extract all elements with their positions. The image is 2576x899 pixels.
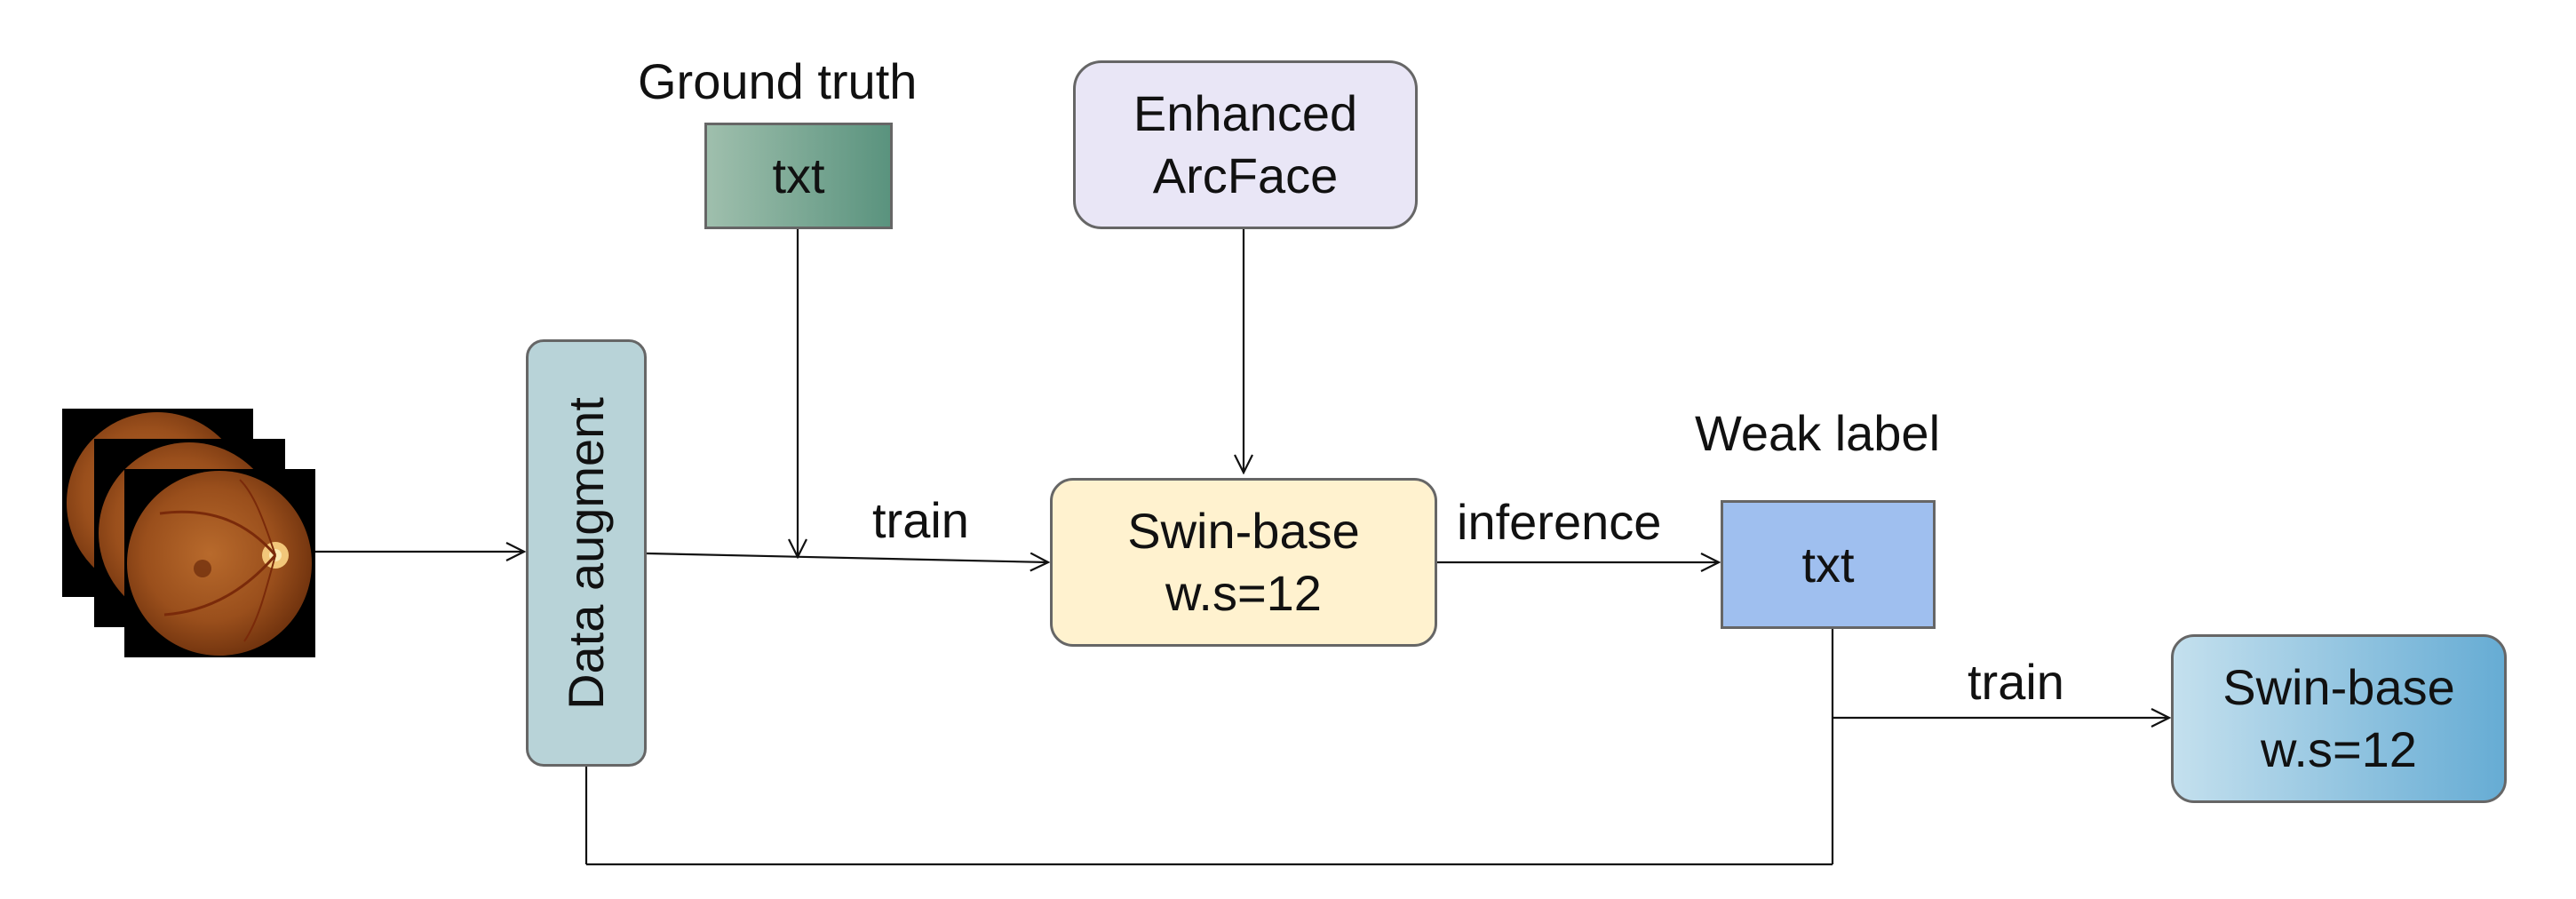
ground-truth-label: Ground truth [638, 53, 918, 109]
retina-fundus-images-icon [62, 409, 315, 657]
ground-truth-txt-box: txt [704, 123, 893, 229]
swin-base-teacher-box: Swin-base w.s=12 [1050, 478, 1437, 647]
data-augment-label: Data augment [558, 396, 614, 710]
swin-student-line1: Swin-base [2222, 659, 2455, 715]
ground-truth-box-text: txt [772, 147, 825, 203]
enhanced-arcface-box: Enhanced ArcFace [1073, 60, 1418, 229]
weak-label-label: Weak label [1695, 405, 1941, 461]
edge-label-train-2: train [1968, 654, 2064, 710]
weak-label-box-text: txt [1801, 536, 1855, 593]
swin-main-line1: Swin-base [1127, 503, 1360, 559]
swin-base-student-box: Swin-base w.s=12 [2171, 634, 2507, 803]
arcface-line2: ArcFace [1152, 147, 1339, 203]
arrow-augment-to-swin [646, 553, 1048, 562]
edge-label-inference: inference [1457, 494, 1662, 550]
swin-main-line2: w.s=12 [1165, 565, 1322, 621]
arcface-line1: Enhanced [1133, 85, 1358, 141]
weak-label-txt-box: txt [1721, 500, 1936, 629]
data-augment-box: Data augment [526, 339, 647, 767]
swin-student-line2: w.s=12 [2261, 721, 2417, 777]
edge-label-train-1: train [872, 492, 969, 548]
